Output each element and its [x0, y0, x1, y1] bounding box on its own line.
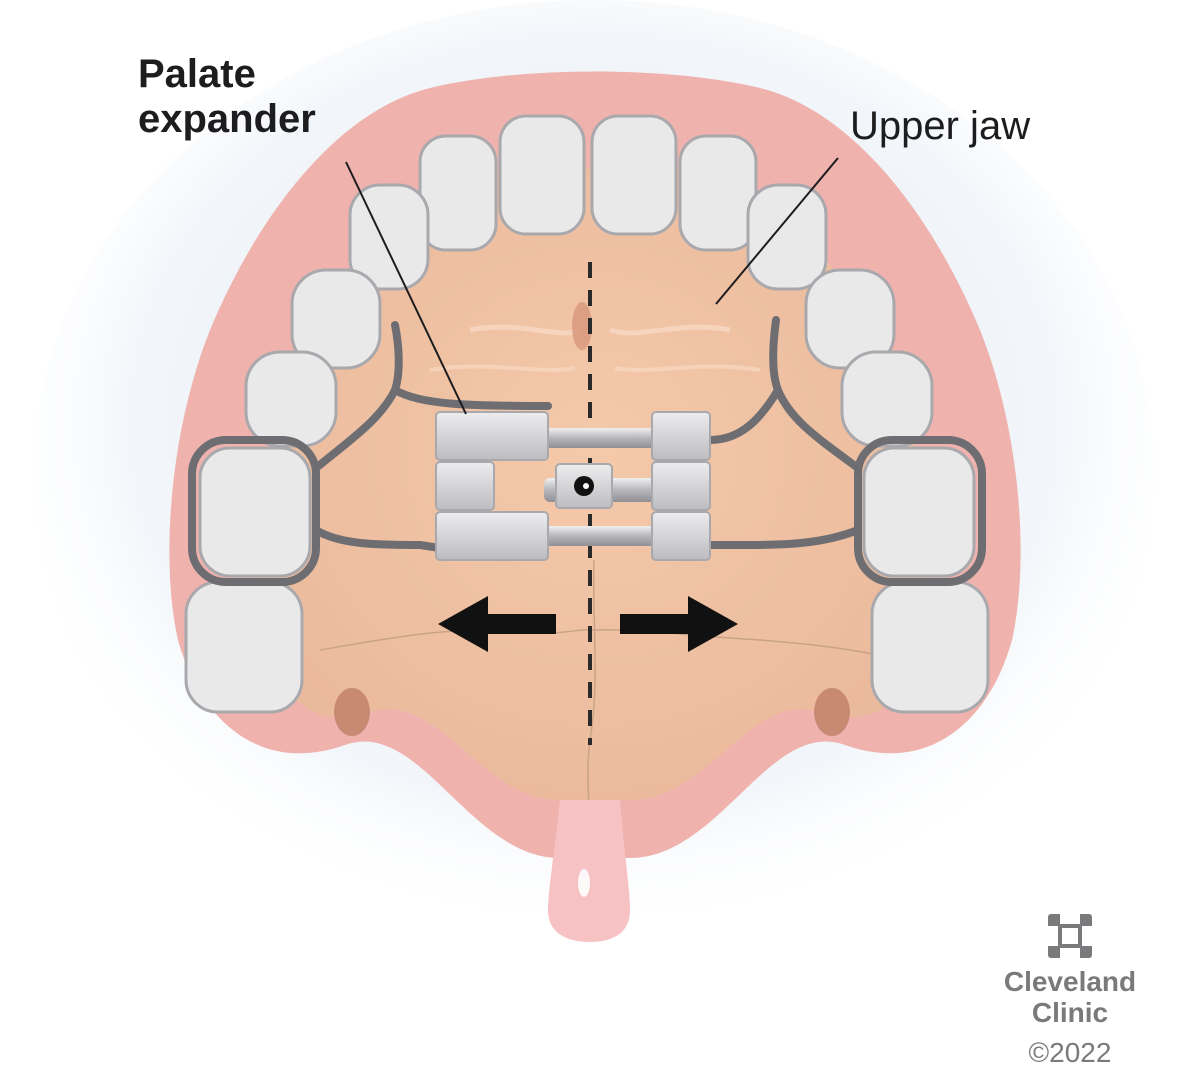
- logo-name-line1: Cleveland: [1003, 966, 1137, 997]
- expander-wires: [312, 316, 862, 552]
- molar-band-left: [188, 436, 320, 586]
- palate-ridge: [609, 324, 731, 336]
- label-palate-expander-line2: expander: [138, 96, 316, 141]
- label-palate-expander-line1: Palate: [138, 52, 256, 96]
- tooth-molar: [198, 446, 312, 578]
- incisive-papilla: [572, 302, 592, 350]
- arrow-left-icon: [438, 596, 556, 652]
- tooth-incisor: [590, 114, 678, 236]
- arrow-right-icon: [620, 596, 738, 652]
- logo-copyright: ©2022: [1028, 1036, 1112, 1068]
- expander-block-right: [651, 511, 711, 561]
- tooth-premolar: [840, 350, 934, 448]
- tooth-incisor: [678, 134, 758, 252]
- tooth-incisor: [418, 134, 498, 252]
- tooth-canine: [746, 183, 828, 291]
- foramen-left: [334, 688, 370, 736]
- tooth-premolar: [290, 268, 382, 370]
- tooth-incisor: [498, 114, 586, 236]
- expander-block-right: [651, 461, 711, 511]
- expander-rod: [544, 428, 656, 448]
- leader-line-upper-jaw: [715, 157, 839, 305]
- expander-rod: [544, 526, 656, 546]
- logo-name-line2: Clinic: [1031, 997, 1109, 1029]
- palate-expander-device: [435, 411, 711, 561]
- expander-block-left: [435, 511, 549, 561]
- tooth-molar: [184, 580, 304, 714]
- uvula: [548, 800, 630, 942]
- expander-screw-hole-highlight: [583, 483, 589, 489]
- leader-line-palate-expander: [345, 161, 467, 415]
- expander-block-right: [651, 411, 711, 461]
- uvula-highlight: [578, 869, 590, 897]
- foramen-right: [814, 688, 850, 736]
- molar-band-right: [854, 436, 986, 586]
- tooth-molar: [870, 580, 990, 714]
- expander-block-left: [435, 461, 495, 511]
- label-palate-expander: Palate expander: [138, 52, 316, 142]
- label-upper-jaw: Upper jaw: [850, 104, 1031, 148]
- cleveland-clinic-logo: Cleveland Clinic ©2022: [990, 912, 1150, 1069]
- palate-ridge: [429, 364, 576, 372]
- palate-ridge: [614, 364, 761, 372]
- tooth-premolar: [244, 350, 338, 448]
- teeth: [184, 114, 990, 714]
- expander-block-left: [435, 411, 549, 461]
- cleveland-clinic-logo-icon: [1048, 914, 1092, 958]
- tooth-molar: [862, 446, 976, 578]
